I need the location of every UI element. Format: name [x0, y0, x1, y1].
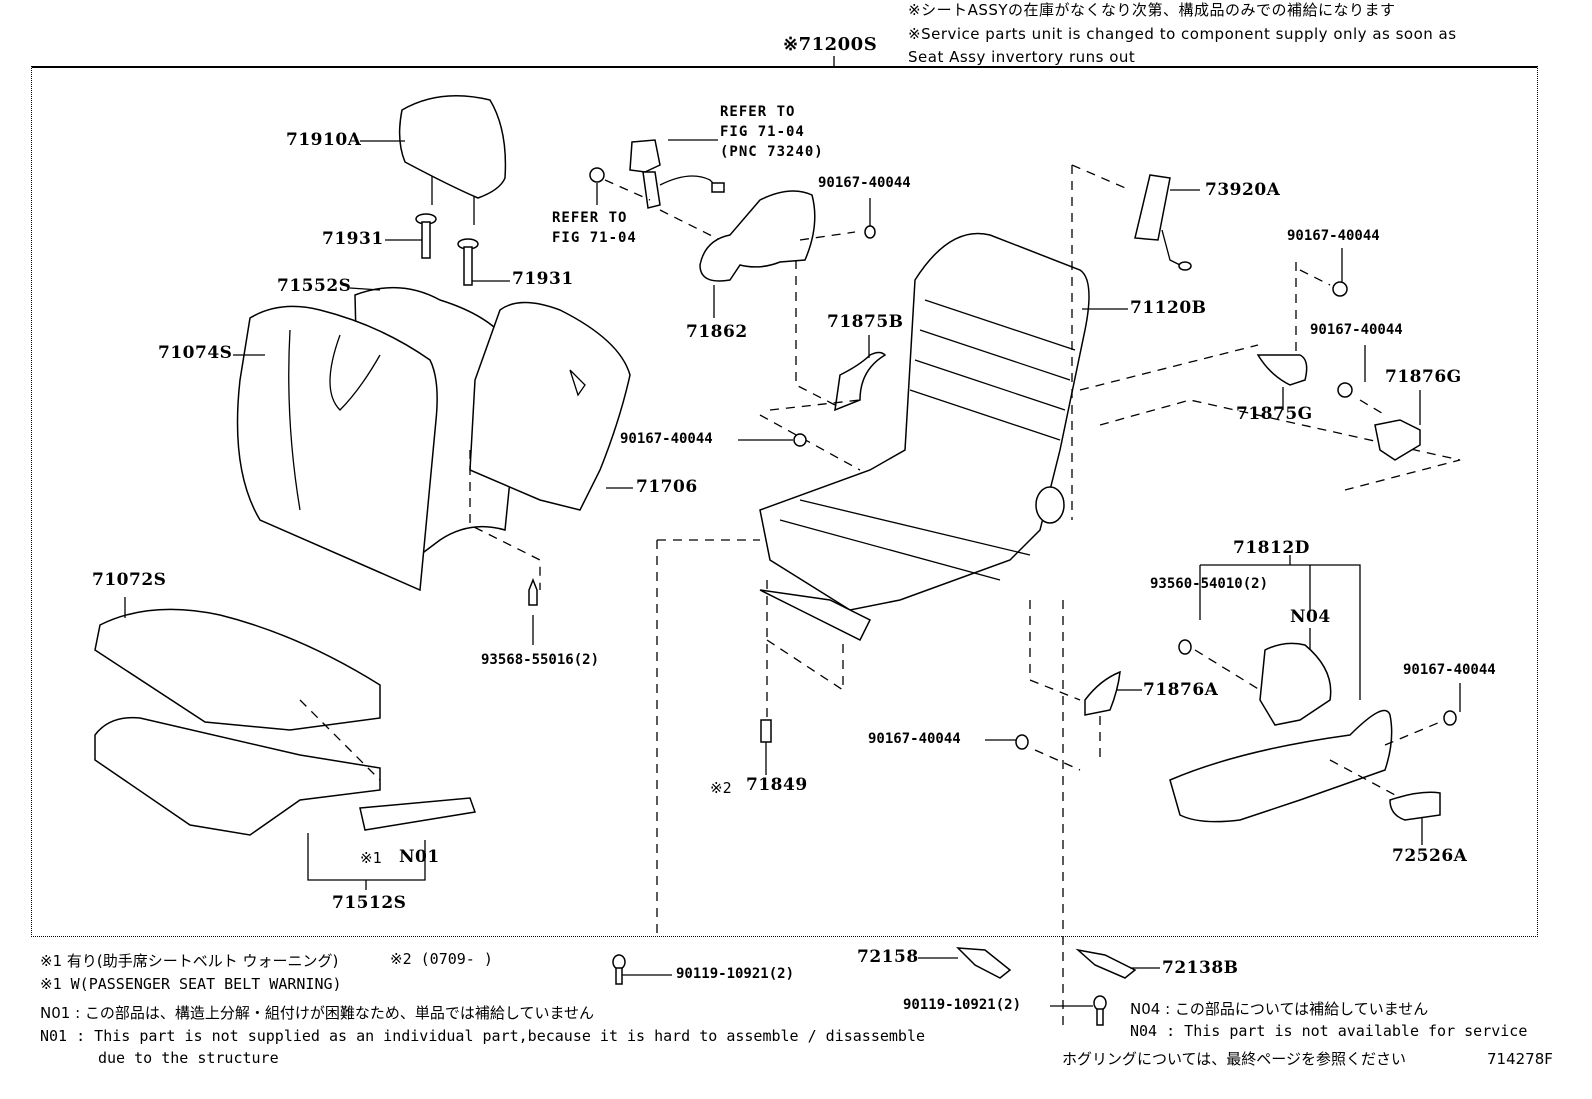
callout-71072S-cushion-cover[interactable]: 71072S: [92, 570, 167, 590]
footnote-1-jp: ※1 有り(助手席シートベルト ウォーニング): [40, 952, 339, 970]
callout-71812D-side-cover[interactable]: 71812D: [1233, 538, 1310, 558]
refer-fig-71-04-buckle[interactable]: REFER TO FIG 71-04 (PNC 73240): [720, 102, 824, 162]
seat-frame-drawing: [759, 232, 1090, 642]
callout-71512S-cushion-assy[interactable]: 71512S: [332, 893, 407, 913]
callout-90167-40044-screw-center[interactable]: 90167-40044: [868, 731, 961, 747]
callout-90119-10921-bolt-left[interactable]: 90119-10921(2): [676, 966, 795, 982]
callout-71849-clip[interactable]: 71849: [746, 775, 808, 795]
callout-71849-mark: ※2: [710, 779, 732, 797]
seatbelt-buckle-drawing: [589, 139, 725, 209]
shield-71862-drawing: [699, 190, 816, 282]
footnote-1-en: ※1 W(PASSENGER SEAT BELT WARNING): [40, 975, 342, 993]
seat-cushion-drawing: [94, 608, 477, 836]
callout-71875B-bracket[interactable]: 71875B: [827, 312, 904, 332]
headrest-guide-drawing: [415, 213, 479, 286]
callout-73920A-sensor[interactable]: 73920A: [1205, 180, 1281, 200]
callout-90167-40044-screw-top[interactable]: 90167-40044: [818, 175, 911, 191]
callout-93568-55016-screw[interactable]: 93568-55016(2): [481, 652, 600, 668]
assy-part-number[interactable]: ※71200S: [783, 34, 878, 55]
refer-fig-71-04-cap[interactable]: REFER TO FIG 71-04: [552, 208, 637, 248]
callout-71931-guide-left[interactable]: 71931: [322, 229, 384, 249]
callout-90167-40044-screw-right-low[interactable]: 90167-40044: [1403, 662, 1496, 678]
header-note-en-1: ※Service parts unit is changed to compon…: [908, 25, 1457, 43]
seatback-board-drawing: [469, 301, 631, 511]
callout-90167-40044-screw-right-mid[interactable]: 90167-40044: [1310, 322, 1403, 338]
screw-93568-drawing: [528, 577, 538, 645]
footnote-2: ※2 (0709- ): [390, 950, 493, 968]
refer-line-2: FIG 71-04: [552, 230, 637, 246]
refer-line-3: (PNC 73240): [720, 144, 824, 160]
footnote-n04-jp: N04 : この部品については補給していません: [1130, 1000, 1429, 1018]
callout-93560-54010-clip[interactable]: 93560-54010(2): [1150, 576, 1269, 592]
callout-72138B-cover[interactable]: 72138B: [1162, 958, 1239, 978]
callout-71910A-headrest[interactable]: 71910A: [286, 130, 362, 150]
sensor-pad-73920A-drawing: [1134, 174, 1192, 271]
grommet-note: ホグリングについては、最終ページを参照ください: [1062, 1050, 1406, 1068]
callout-71862-shield[interactable]: 71862: [686, 322, 748, 342]
callout-71876G-cover[interactable]: 71876G: [1385, 367, 1462, 387]
headrest-drawing: [398, 95, 507, 225]
callout-90167-40044-screw-left[interactable]: 90167-40044: [620, 431, 713, 447]
diagram-frame: [31, 66, 1538, 937]
figure-id: 714278F: [1487, 1050, 1553, 1068]
seatback-cover-drawing: [236, 286, 521, 592]
callout-71931-guide-right[interactable]: 71931: [512, 269, 574, 289]
callout-90167-40044-screw-right-top[interactable]: 90167-40044: [1287, 228, 1380, 244]
footnote-n01-en-1: N01 : This part is not supplied as an in…: [40, 1027, 926, 1045]
footnote-n01-jp: N01 : この部品は、構造上分解・組付けが困難なため、単品では補給していません: [40, 1004, 595, 1022]
footnote-n01-en-2: due to the structure: [98, 1049, 279, 1067]
callout-n01[interactable]: N01: [399, 847, 440, 867]
callout-n04[interactable]: N04: [1290, 607, 1331, 627]
refer-line-1: REFER TO: [720, 104, 796, 120]
refer-line-2: FIG 71-04: [720, 124, 805, 140]
callout-71875G-bracket[interactable]: 71875G: [1236, 404, 1313, 424]
callout-71120B-seat-frame[interactable]: 71120B: [1130, 298, 1207, 318]
callout-72526A-knob[interactable]: 72526A: [1392, 846, 1468, 866]
callout-71552S-seatback-pad[interactable]: 71552S: [277, 276, 352, 296]
callout-90119-10921-bolt-right[interactable]: 90119-10921(2): [903, 997, 1022, 1013]
refer-line-1: REFER TO: [552, 210, 628, 226]
callout-71706-seatback-board[interactable]: 71706: [636, 477, 698, 497]
callout-n01-mark: ※1: [360, 849, 382, 867]
header-note-jp: ※シートASSYの在庫がなくなり次第、構成品のみでの補給になります: [908, 1, 1396, 19]
callout-71876A-cover[interactable]: 71876A: [1143, 680, 1219, 700]
header-note-en-2: Seat Assy invertory runs out: [908, 48, 1136, 66]
callout-71074S-seatback-cover[interactable]: 71074S: [158, 343, 233, 363]
footnote-n04-en: N04 : This part is not available for ser…: [1130, 1022, 1528, 1040]
callout-72158-cover[interactable]: 72158: [857, 947, 919, 967]
